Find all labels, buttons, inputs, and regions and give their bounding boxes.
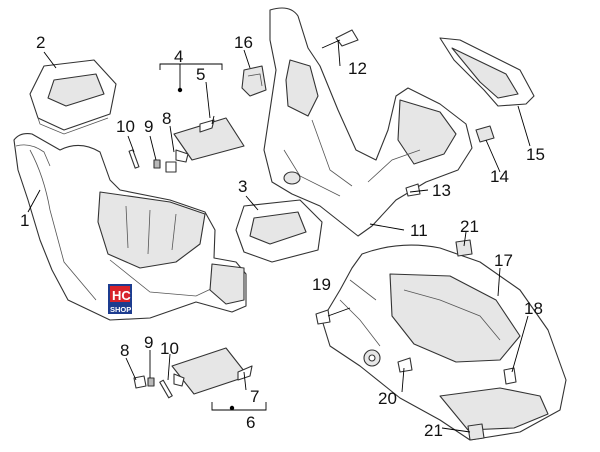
bracket-4	[159, 63, 223, 93]
center-pocket-part	[235, 199, 323, 263]
central-frame-part	[263, 7, 473, 237]
callout-1: 1	[20, 211, 29, 230]
callout-18: 18	[524, 299, 543, 318]
clip-21-lower	[467, 423, 485, 441]
callout-8-upper: 8	[162, 109, 171, 128]
callout-10-lower: 10	[160, 339, 179, 358]
clip-14	[475, 125, 495, 143]
front-shield-part	[13, 133, 247, 321]
callout-21-lower: 21	[424, 421, 443, 440]
callout-19: 19	[312, 275, 331, 294]
screw-20	[397, 357, 413, 373]
callout-4: 4	[174, 47, 183, 66]
callout-9-lower: 9	[144, 333, 153, 352]
hc-shop-logo: HC SHOP	[108, 284, 132, 314]
callout-17: 17	[494, 251, 513, 270]
leader-lines	[27, 39, 531, 433]
callout-13: 13	[432, 181, 451, 200]
upper-trim-part	[439, 37, 535, 107]
logo-text-hc: HC	[112, 288, 131, 303]
clip-part	[241, 65, 267, 97]
rear-shell-part	[321, 244, 567, 441]
lower-hardware	[133, 375, 173, 399]
callout-2: 2	[36, 33, 45, 52]
screw-18	[503, 367, 517, 385]
lower-flap-kit	[171, 347, 253, 395]
callout-6: 6	[246, 413, 255, 432]
callout-10-upper: 10	[116, 117, 135, 136]
clip-21-upper	[455, 239, 473, 257]
callout-21-upper: 21	[460, 217, 479, 236]
callout-20: 20	[378, 389, 397, 408]
callout-3: 3	[238, 177, 247, 196]
callout-12: 12	[348, 59, 367, 78]
screw-19	[315, 307, 351, 325]
upper-flap-kit	[173, 115, 245, 163]
callout-14: 14	[490, 167, 509, 186]
callout-11: 11	[410, 221, 428, 240]
callout-5: 5	[196, 65, 205, 84]
callout-15: 15	[526, 145, 545, 164]
screw-12	[321, 29, 359, 49]
callout-8-lower: 8	[120, 341, 129, 360]
callout-9-upper: 9	[144, 117, 153, 136]
screw-13	[405, 183, 429, 197]
upper-hardware	[128, 149, 177, 173]
callout-labels: 1 2 3 4 5 6 7 8 8 9 9 10 10 11 12 13 14 …	[20, 33, 545, 440]
upper-pocket-part	[29, 59, 117, 135]
logo-text-shop: SHOP	[110, 305, 131, 314]
callout-7: 7	[250, 387, 259, 406]
bracket-6	[211, 402, 267, 411]
callout-16: 16	[234, 33, 253, 52]
